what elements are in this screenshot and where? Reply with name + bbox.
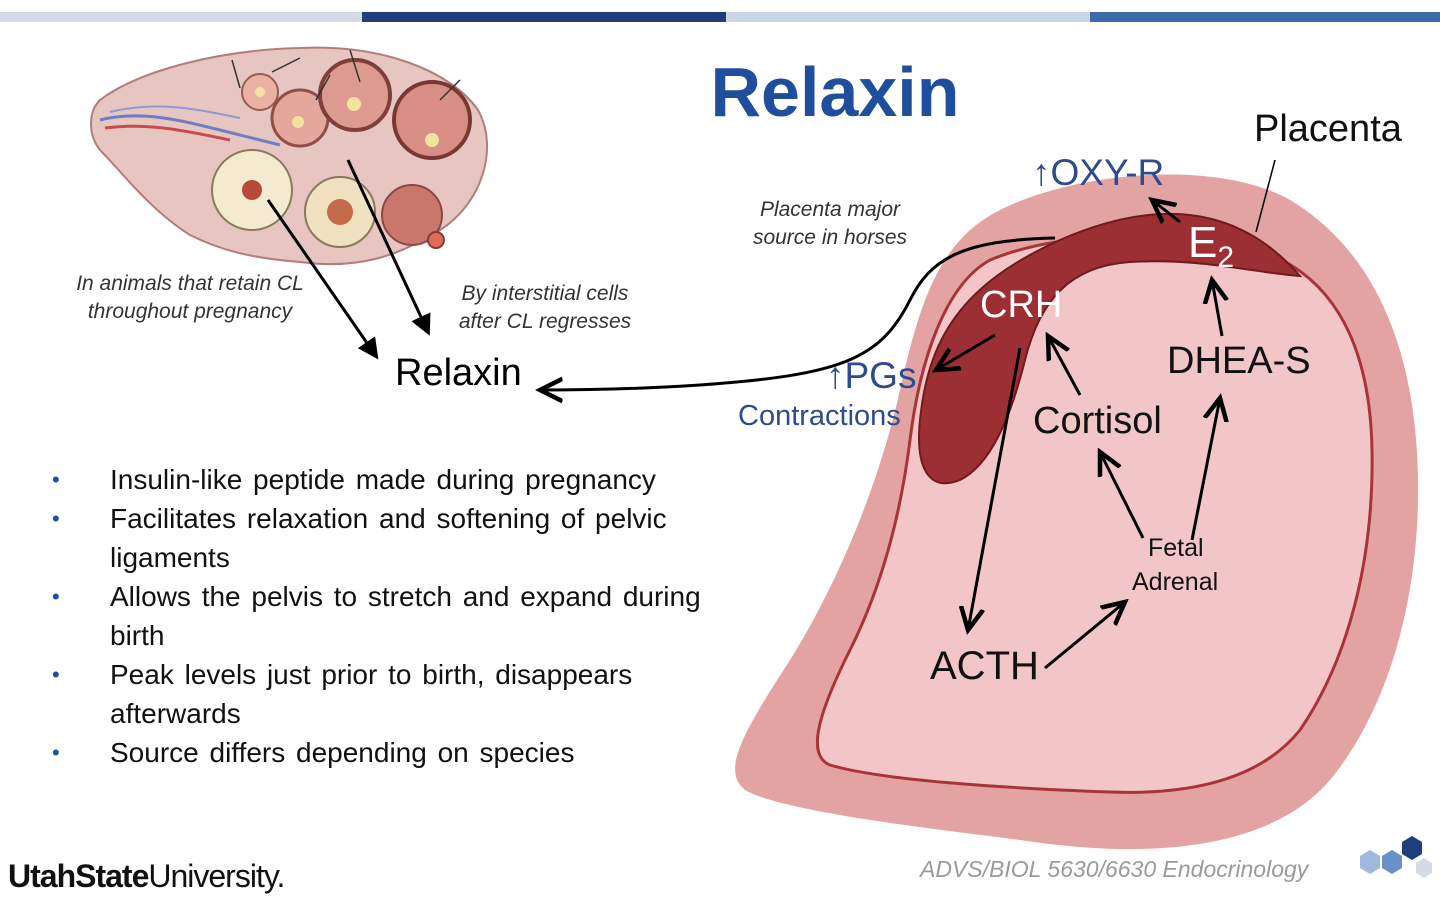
header-bar — [0, 12, 1440, 22]
follicle — [318, 58, 392, 132]
bullet-item: Allows the pelvis to stretch and expand … — [52, 577, 712, 655]
arrow-fetal-adrenal-to-cortisol — [1100, 452, 1145, 539]
placenta-pointer — [1255, 159, 1276, 233]
arrow-fetal-adrenal-to-dhea-s — [1190, 398, 1220, 541]
university-name-bold: UtahState — [8, 858, 149, 894]
follicle — [292, 116, 304, 128]
crh-label: CRH — [980, 284, 1063, 326]
hexagon-shape — [1382, 850, 1402, 874]
course-label: ADVS/BIOL 5630/6630 Endocrinology — [920, 856, 1309, 882]
hexagon-shape — [1402, 836, 1422, 860]
hexagon-logo-icon — [1360, 836, 1432, 878]
contractions-label: Contractions — [738, 400, 901, 432]
header-bar-segment — [726, 12, 1090, 22]
university-name-regular: University. — [148, 858, 285, 894]
relaxin-label: Relaxin — [395, 352, 522, 394]
e2-subscript: 2 — [1217, 240, 1235, 274]
ovary-vessel — [99, 114, 281, 147]
header-bar-segment — [362, 12, 726, 22]
corpus-luteum — [327, 199, 353, 225]
corpus-luteum — [242, 180, 262, 200]
bullet-item: Facilitates relaxation and softening of … — [52, 499, 712, 577]
ovary-vessel — [104, 124, 231, 142]
pointer-line — [315, 74, 331, 101]
annotation-interstitial-cells: By interstitial cells after CL regresses — [458, 282, 632, 333]
bullet-item: Peak levels just prior to birth, disappe… — [52, 655, 712, 733]
arrow-acth-to-fetal-adrenal — [1044, 602, 1125, 670]
e2-label: E2 — [1188, 218, 1234, 275]
slide-title: Relaxin — [710, 53, 960, 131]
follicle — [425, 133, 439, 147]
arrow-placenta-to-relaxin — [540, 236, 1056, 390]
pointer-line — [271, 57, 301, 73]
acth-label: ACTH — [930, 644, 1039, 688]
pointer-line — [349, 49, 361, 83]
annotation-placenta-source: Placenta major source in horses — [752, 198, 908, 249]
uterus-illustration — [735, 174, 1419, 850]
ovulating-follicle — [427, 231, 445, 249]
placenta — [918, 213, 1303, 485]
arrow-cortisol-to-crh — [1048, 336, 1082, 396]
header-bar-segment — [1090, 12, 1440, 22]
arrow-crh-to-acth — [968, 347, 1022, 630]
pgs-label: ↑PGs — [826, 355, 917, 396]
corpus-luteum — [381, 184, 443, 246]
follicle — [392, 80, 472, 160]
ovary-illustration — [90, 46, 489, 266]
follicle — [347, 97, 361, 111]
follicle — [255, 87, 265, 97]
hexagon-shape — [1360, 850, 1380, 874]
dhea-s-label: DHEA-S — [1167, 340, 1311, 382]
cortisol-label: Cortisol — [1033, 400, 1162, 442]
bullet-list: Insulin-like peptide made during pregnan… — [52, 460, 712, 772]
placenta-label: Placenta — [1254, 108, 1402, 150]
bullet-item: Insulin-like peptide made during pregnan… — [52, 460, 712, 499]
e2-base: E — [1188, 218, 1218, 267]
fetal-adrenal-label-line1: Fetal — [1148, 534, 1204, 562]
header-bar-segment — [0, 12, 362, 22]
ovary-vessel — [109, 105, 241, 119]
oxy-r-label: ↑OXY-R — [1032, 152, 1165, 193]
pointer-line — [439, 79, 461, 101]
university-logo: UtahStateUniversity. — [8, 858, 285, 895]
hexagon-shape — [1416, 858, 1432, 878]
bullet-item: Source differs depending on species — [52, 733, 712, 772]
fetal-adrenal-label-line2: Adrenal — [1132, 568, 1219, 596]
arrow-dhea-s-to-e2 — [1212, 280, 1222, 337]
arrow-crh-to-pgs — [936, 333, 996, 370]
arrow-cl-to-relaxin — [266, 199, 379, 360]
annotation-retain-cl: In animals that retain CL throughout pre… — [76, 272, 304, 323]
arrow-interstitial-to-relaxin — [346, 159, 431, 336]
arrow-e2-to-oxy-r — [1152, 200, 1181, 222]
pointer-line — [231, 59, 241, 89]
